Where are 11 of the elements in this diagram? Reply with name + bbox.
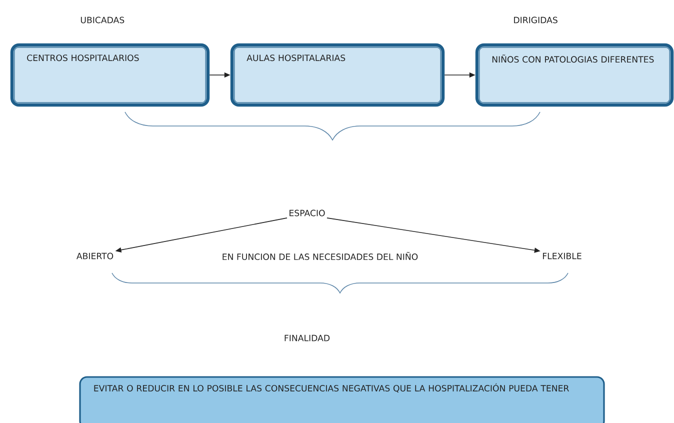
process-box: NIÑOS CON PATOLOGIAS DIFERENTES [475, 43, 674, 107]
process-box: AULAS HOSPITALARIAS [230, 43, 445, 107]
node-text: ESPACIO [290, 210, 325, 216]
node-text: ABIERTO [76, 252, 114, 260]
process-box: CENTROS HOSPITALARIOS [10, 43, 210, 107]
label: DIRIGIDAS [514, 16, 558, 24]
label: UBICADAS [80, 16, 124, 24]
label: FINALIDAD [284, 334, 330, 342]
label: EN FUNCION DE LAS NECESIDADES DEL NIÑO [222, 252, 418, 260]
goal-box: EVITAR O REDUCIR EN LO POSIBLE LAS CONSECUENCIAS NEGATIVAS QUE LA HOSPITALIZACIÓN PUEDA TENER [79, 376, 605, 423]
node-text: FLEXIBLE [543, 252, 582, 260]
